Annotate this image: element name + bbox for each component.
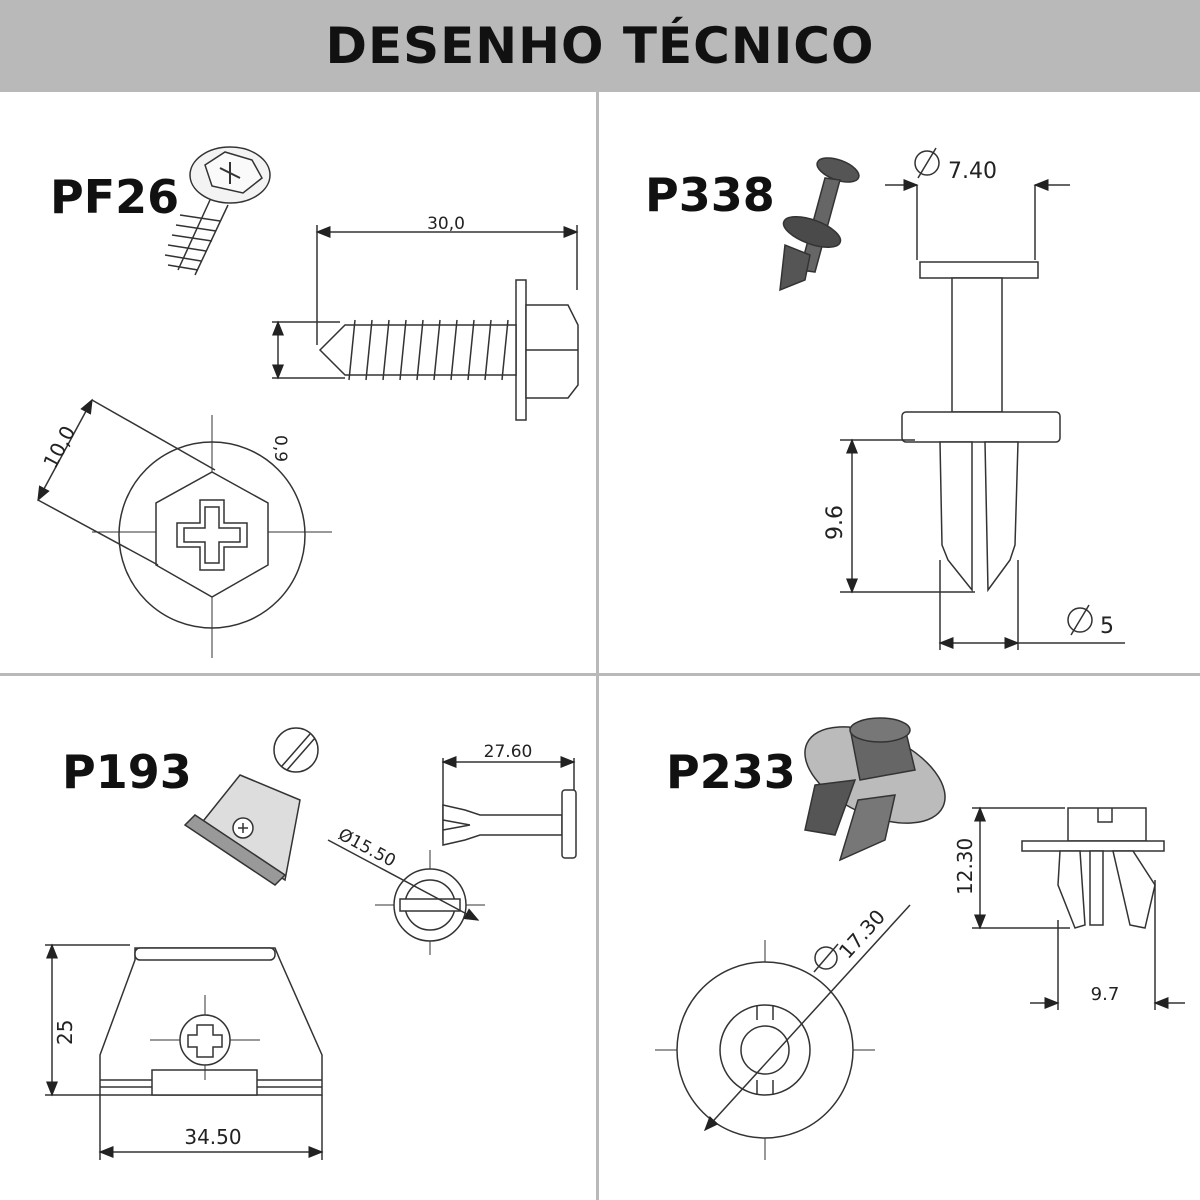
p338-drawing: [779, 147, 1125, 650]
p193-diameter-value: 15.50: [346, 831, 398, 872]
p233-width-label: 9.7: [1091, 984, 1120, 1005]
horizontal-divider: [0, 673, 1200, 676]
p338-height-label: 9.6: [823, 505, 848, 540]
p338-head-diameter-label: 7.40: [948, 159, 997, 184]
part-name-p193: P193: [62, 745, 192, 799]
part-name-pf26: PF26: [50, 170, 180, 224]
pf26-drawing: [37, 146, 579, 658]
p233-drawing: [655, 717, 1185, 1160]
page-title: DESENHO TÉCNICO: [325, 17, 875, 75]
p193-length-label: 27.60: [484, 742, 533, 762]
p338-shank-diameter-label: 5: [1100, 614, 1114, 639]
p193-width-label: 34.50: [184, 1125, 241, 1149]
pf26-head-label: 10,0: [38, 422, 80, 473]
vertical-divider: [596, 92, 599, 1200]
p233-height-label: 12.30: [953, 838, 977, 895]
pf26-side-view: [272, 225, 579, 421]
page-header: DESENHO TÉCNICO: [0, 0, 1200, 92]
p193-drawing: [45, 727, 577, 1160]
part-name-p338: P338: [645, 168, 775, 222]
part-name-p233: P233: [666, 745, 796, 799]
p193-height-label: 25: [53, 1020, 77, 1045]
p193-clip-icon: [183, 727, 319, 886]
pf26-front-view: [37, 398, 332, 658]
pf26-diameter-label: 0,9: [270, 435, 290, 462]
p338-rivet-icon: [779, 157, 860, 292]
p233-clip-icon: [804, 717, 946, 862]
pf26-length-label: 30,0: [427, 214, 465, 234]
pf26-screw-icon: [164, 146, 271, 276]
p233-head-diameter-label: 17.30: [834, 905, 890, 964]
